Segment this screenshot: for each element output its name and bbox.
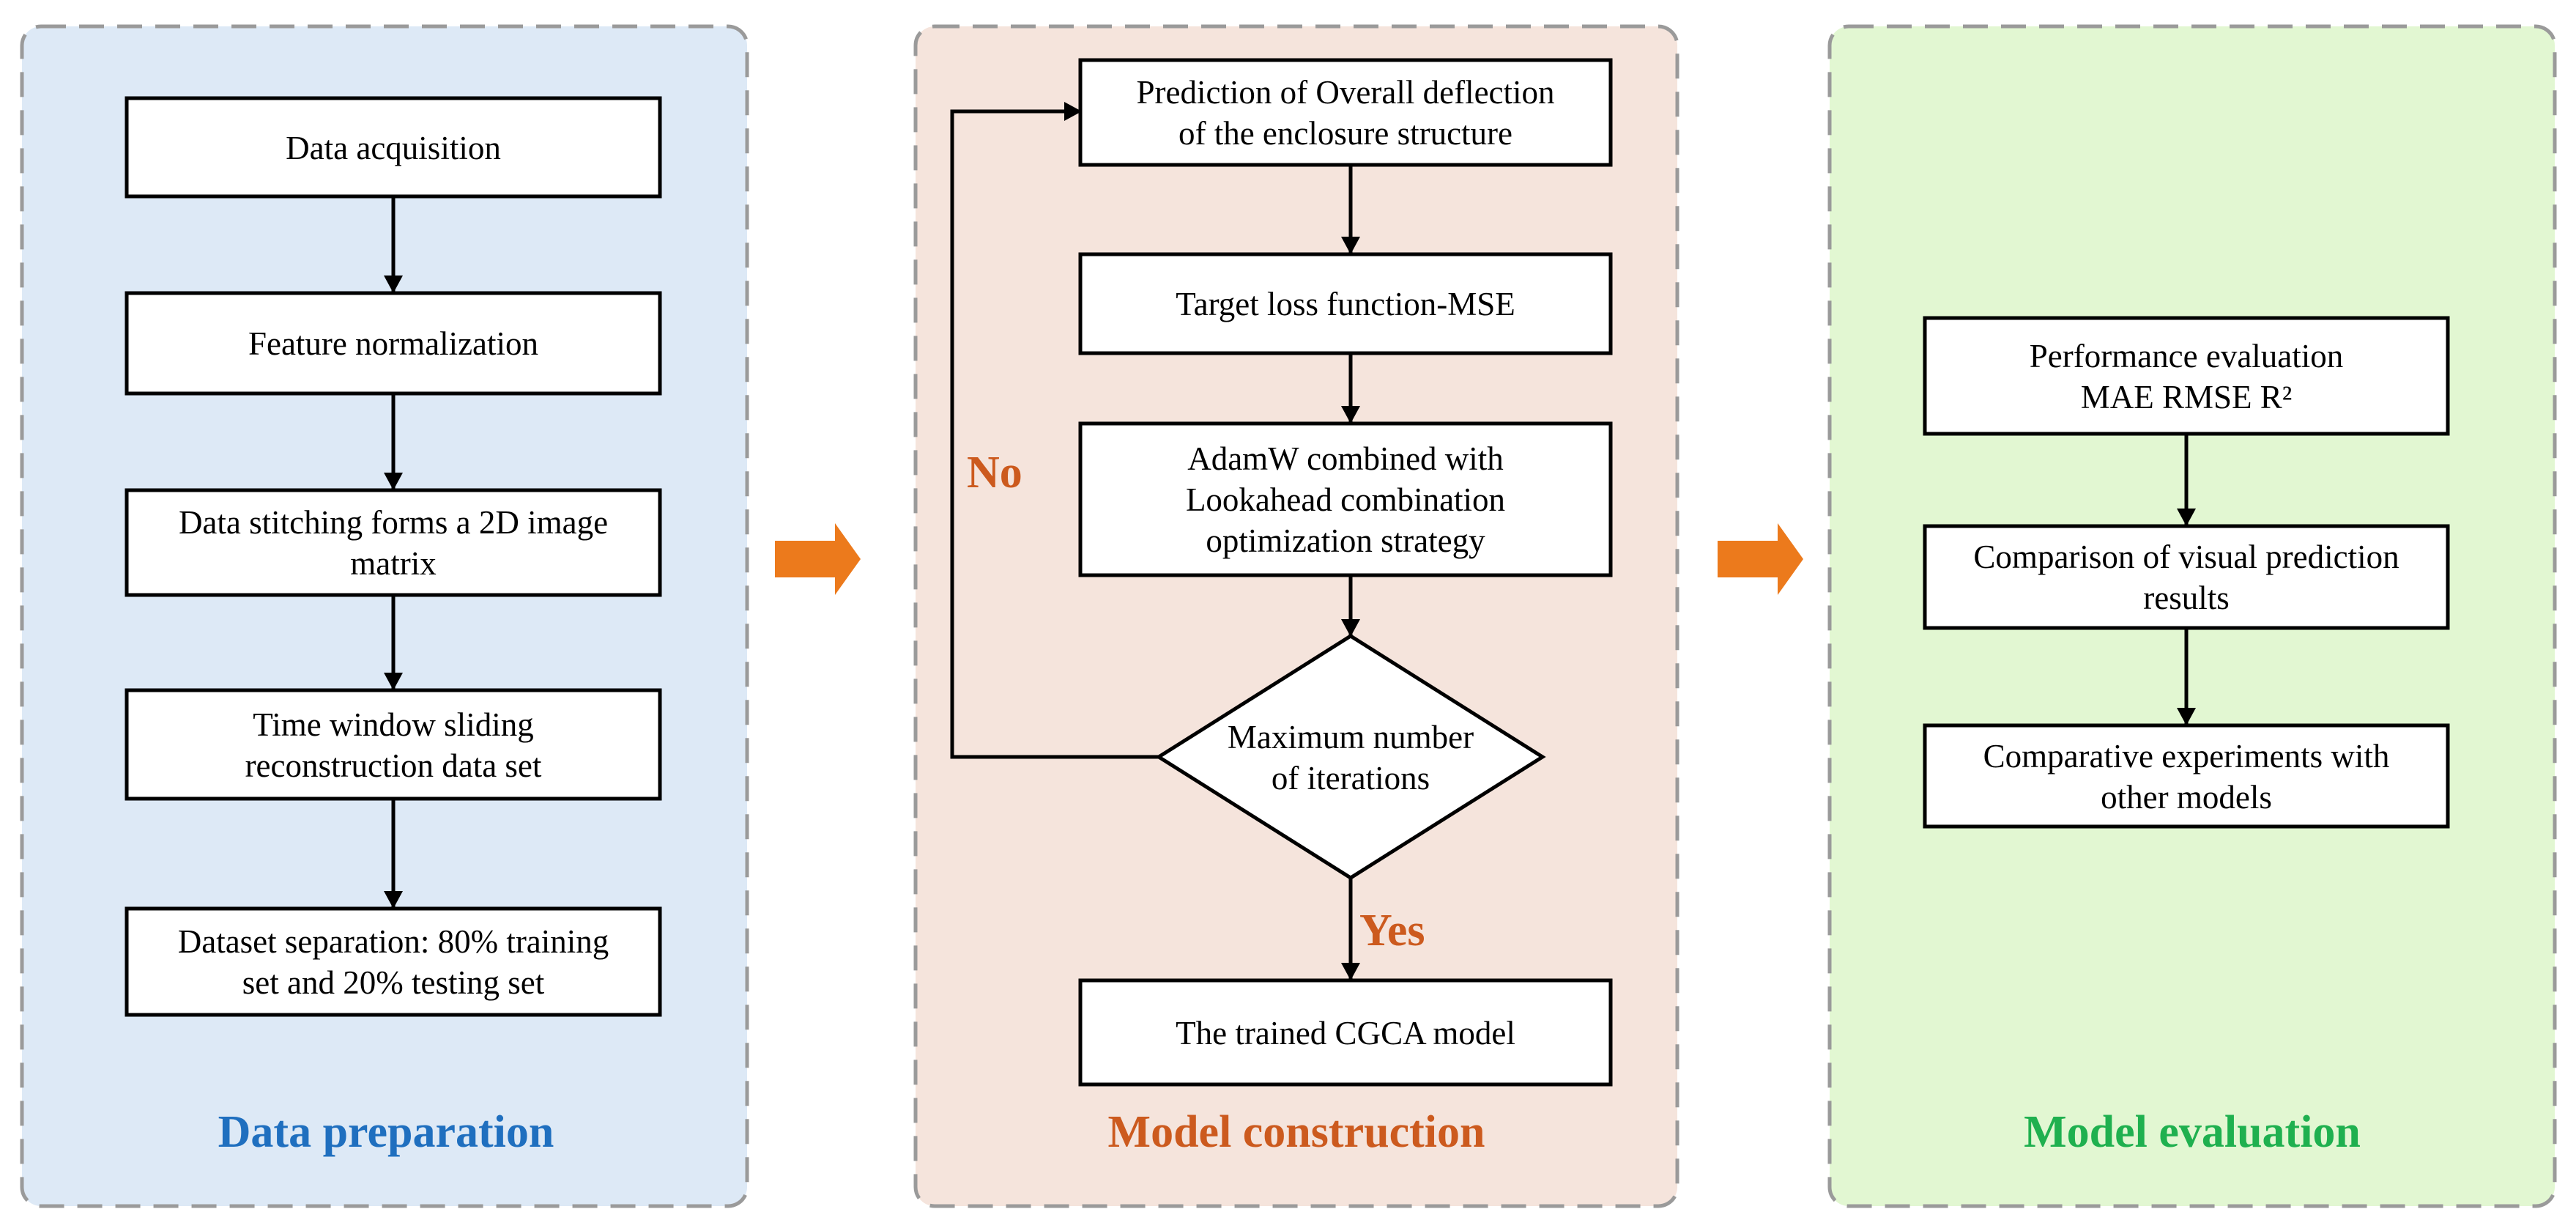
node-data-stitching-label: Data stitching forms a 2D image matrix: [179, 504, 608, 582]
node-time-window-label-line: reconstruction data set: [245, 747, 542, 784]
node-max-iterations-label-line: of iterations: [1272, 760, 1430, 796]
node-trained-model-label-line: The trained CGCA model: [1176, 1015, 1515, 1051]
node-optimizer-label-line: AdamW combined with: [1187, 440, 1504, 477]
node-time-window: [125, 688, 662, 801]
node-comparative-experiments-label: Comparative experiments with other models: [1983, 738, 2390, 816]
node-max-iterations-label-line: Maximum number: [1228, 719, 1474, 755]
stage-arrow-2: [1718, 523, 1803, 595]
panel-data-preparation: [20, 24, 749, 1208]
node-optimizer: [1078, 421, 1613, 577]
node-max-iterations-label: Maximum number of iterations: [1228, 719, 1474, 796]
node-data-stitching-label-line: Data stitching forms a 2D image: [179, 504, 608, 541]
node-visual-comparison: [1923, 524, 2450, 630]
node-time-window-label: Time window sliding reconstruction data s…: [245, 706, 542, 784]
node-target-loss-label: Target loss function-MSE: [1176, 286, 1515, 322]
node-dataset-separation-label-line: Dataset separation: 80% training: [178, 923, 609, 960]
node-prediction-label-line: of the enclosure structure: [1178, 115, 1512, 152]
node-feature-normalization: [125, 291, 662, 396]
edge-decision-no-loop: [950, 102, 1159, 759]
panel-title-data-preparation: Data preparation: [218, 1107, 554, 1157]
edge-label-no: No: [967, 448, 1022, 498]
node-performance-evaluation-label-line: Performance evaluation: [2030, 338, 2344, 374]
node-comparative-experiments: [1923, 723, 2450, 829]
node-dataset-separation-label-line: set and 20% testing set: [242, 964, 545, 1001]
node-prediction-label-line: Prediction of Overall deflection: [1136, 74, 1554, 111]
node-feature-normalization-label: Feature normalization: [248, 325, 538, 362]
node-time-window-label-line: Time window sliding: [253, 706, 533, 743]
node-prediction: [1078, 58, 1613, 167]
stage-arrow-1: [775, 523, 861, 595]
panel-title-model-evaluation: Model evaluation: [2024, 1107, 2361, 1157]
node-trained-model-label: The trained CGCA model: [1176, 1015, 1515, 1051]
node-target-loss: [1078, 252, 1613, 355]
panel-title-model-construction: Model construction: [1108, 1107, 1485, 1157]
node-visual-comparison-label-line: Comparison of visual prediction: [1973, 539, 2399, 575]
node-max-iterations: [1155, 634, 1546, 880]
node-data-stitching: [125, 488, 662, 597]
node-target-loss-label-line: Target loss function-MSE: [1176, 286, 1515, 322]
node-visual-comparison-label: Comparison of visual prediction results: [1973, 539, 2399, 616]
node-trained-model: [1078, 978, 1613, 1087]
node-visual-comparison-label-line: results: [2143, 580, 2230, 616]
node-data-acquisition-label: Data acquisition: [286, 130, 501, 166]
node-dataset-separation: [125, 906, 662, 1017]
node-comparative-experiments-label-line: Comparative experiments with: [1983, 738, 2390, 775]
node-data-acquisition-label-line: Data acquisition: [286, 130, 501, 166]
node-prediction-label: Prediction of Overall deflection of the e…: [1136, 74, 1554, 152]
node-performance-evaluation-label-line: MAE RMSE R²: [2081, 379, 2293, 415]
node-feature-normalization-label-line: Feature normalization: [248, 325, 538, 362]
node-optimizer-label-line: Lookahead combination: [1186, 481, 1505, 518]
node-comparative-experiments-label-line: other models: [2101, 779, 2272, 816]
node-data-acquisition: [125, 96, 662, 199]
node-dataset-separation-label: Dataset separation: 80% training set and …: [178, 923, 609, 1001]
node-data-stitching-label-line: matrix: [350, 545, 436, 582]
edge-label-yes: Yes: [1359, 906, 1425, 955]
node-optimizer-label-line: optimization strategy: [1206, 522, 1485, 559]
node-performance-evaluation: [1923, 316, 2450, 436]
